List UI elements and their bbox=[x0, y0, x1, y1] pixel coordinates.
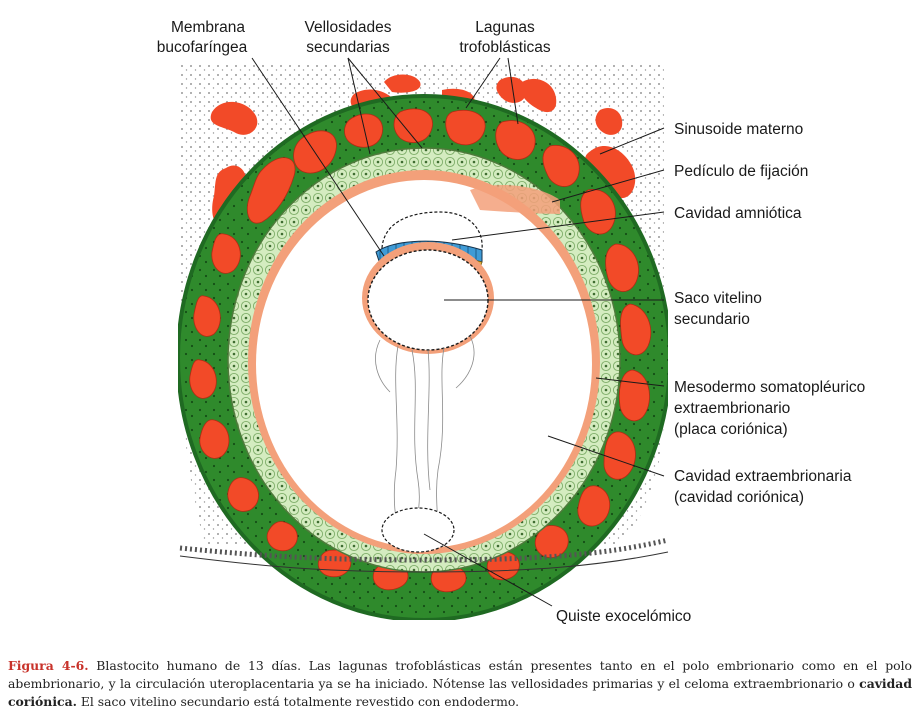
label-mesodermo-3: (placa coriónica) bbox=[674, 421, 788, 438]
label-saco-vitelino-1: Saco vitelino bbox=[674, 290, 762, 307]
connecting-stalk bbox=[470, 185, 560, 214]
label-vellosidades-1: Vellosidades bbox=[304, 19, 391, 36]
caption-text-1: Blastocito humano de 13 días. Las laguna… bbox=[8, 658, 913, 691]
label-cavidad-amniotica: Cavidad amniótica bbox=[674, 205, 802, 222]
blastocyst-diagram: Membrana bucofaríngea Vellosidades secun… bbox=[157, 19, 866, 625]
label-pediculo-fijacion: Pedículo de fijación bbox=[674, 163, 808, 180]
secondary-yolk-sac bbox=[362, 242, 494, 354]
label-mesodermo-2: extraembrionario bbox=[674, 400, 790, 417]
label-lagunas-2: trofoblásticas bbox=[459, 39, 551, 56]
trophoblast-ring bbox=[178, 94, 668, 620]
trophoblast-lacunae bbox=[189, 108, 652, 593]
leader-lines bbox=[251, 57, 665, 607]
uterine-epithelium bbox=[179, 537, 669, 573]
label-vellosidades-2: secundarias bbox=[306, 39, 390, 56]
label-membrana-bucofaringea-2: bucofaríngea bbox=[157, 39, 248, 56]
figure-caption: Figura 4-6. Blastocito humano de 13 días… bbox=[8, 657, 912, 711]
label-membrana-bucofaringea-1: Membrana bbox=[171, 19, 245, 36]
label-lagunas-1: Lagunas bbox=[475, 19, 535, 36]
diagram-labels: Membrana bucofaríngea Vellosidades secun… bbox=[157, 19, 866, 625]
label-quiste-exocelomico: Quiste exocelómico bbox=[556, 608, 691, 625]
label-cavidad-extraembrionaria-1: Cavidad extraembrionaria bbox=[674, 468, 852, 485]
exocoelomic-cyst bbox=[381, 507, 455, 553]
label-sinusoide-materno: Sinusoide materno bbox=[674, 121, 803, 138]
caption-bold-term: cavidad coriónica. bbox=[8, 676, 912, 709]
label-cavidad-extraembrionaria-2: (cavidad coriónica) bbox=[674, 489, 804, 506]
label-saco-vitelino-2: secundario bbox=[674, 311, 750, 328]
caption-text-2: El saco vitelino secundario está totalme… bbox=[76, 694, 520, 709]
figure-number: Figura 4-6. bbox=[8, 658, 89, 673]
label-mesodermo-1: Mesodermo somatopléurico bbox=[674, 379, 865, 396]
